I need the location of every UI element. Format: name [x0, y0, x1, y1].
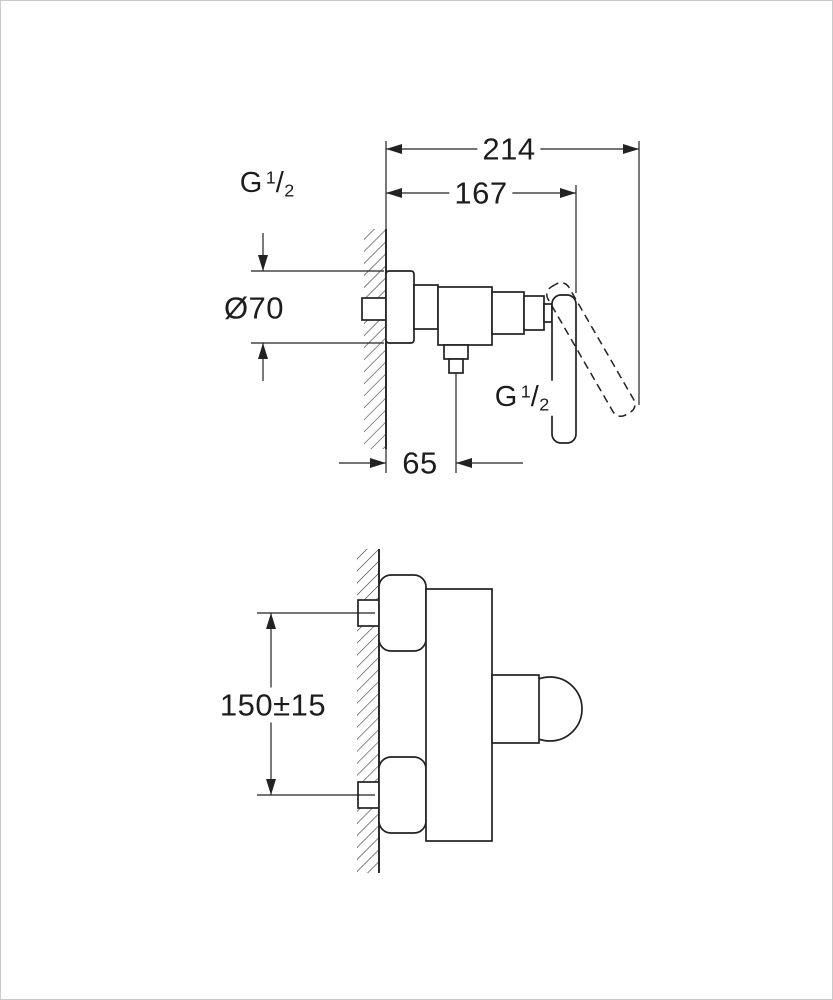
lower-escutcheon-front-view [378, 756, 427, 834]
front-view-drawing [357, 549, 583, 873]
outlet-nipple-side-view [448, 358, 464, 374]
mixer-body-side-view [437, 286, 493, 346]
dimension-overall-depth-label: 214 [477, 131, 541, 167]
dimension-outlet-offset-label: 65 [397, 445, 443, 481]
cartridge-housing-front-view [491, 674, 540, 744]
thread-inlet-base: G [239, 166, 263, 199]
thread-outlet-base: G [494, 380, 518, 413]
thread-inlet-numerator: 1 [265, 167, 276, 188]
body-neck-side-view [413, 284, 439, 330]
wall-hatching-side-view [364, 229, 386, 449]
wall-hatching-front-view [357, 549, 379, 873]
lever-handle-swung-dashed [546, 281, 636, 418]
lever-handle-side-view [551, 294, 577, 444]
thread-outlet-numerator: 1 [520, 381, 531, 402]
inlet-fitting-side-view [361, 297, 387, 321]
thread-outlet-denominator: 2 [539, 394, 550, 415]
dimension-outlet-offset-line [339, 458, 523, 468]
outlet-stub-side-view [443, 344, 469, 360]
thread-inlet-denominator: 2 [284, 180, 295, 201]
mixer-body-front-view [425, 588, 493, 842]
thread-label-inlet: G 1/2 [234, 166, 300, 202]
dimension-escutcheon-diameter-line [258, 233, 268, 381]
thread-label-outlet: G 1/2 [489, 380, 555, 416]
dimension-depth-to-handle-label: 167 [449, 175, 513, 211]
dimension-inlet-spacing-label: 150±15 [214, 687, 332, 723]
escutcheon-side-view [385, 270, 415, 344]
cartridge-side-view [491, 291, 525, 335]
side-view-drawing [361, 229, 636, 473]
thread-inlet-separator: / [275, 166, 285, 199]
dimension-escutcheon-diameter-label: Ø70 [218, 290, 290, 326]
thread-outlet-separator: / [530, 380, 540, 413]
cap-side-view [523, 295, 545, 331]
lever-connector-side-view [543, 303, 553, 323]
upper-escutcheon-front-view [378, 574, 427, 652]
